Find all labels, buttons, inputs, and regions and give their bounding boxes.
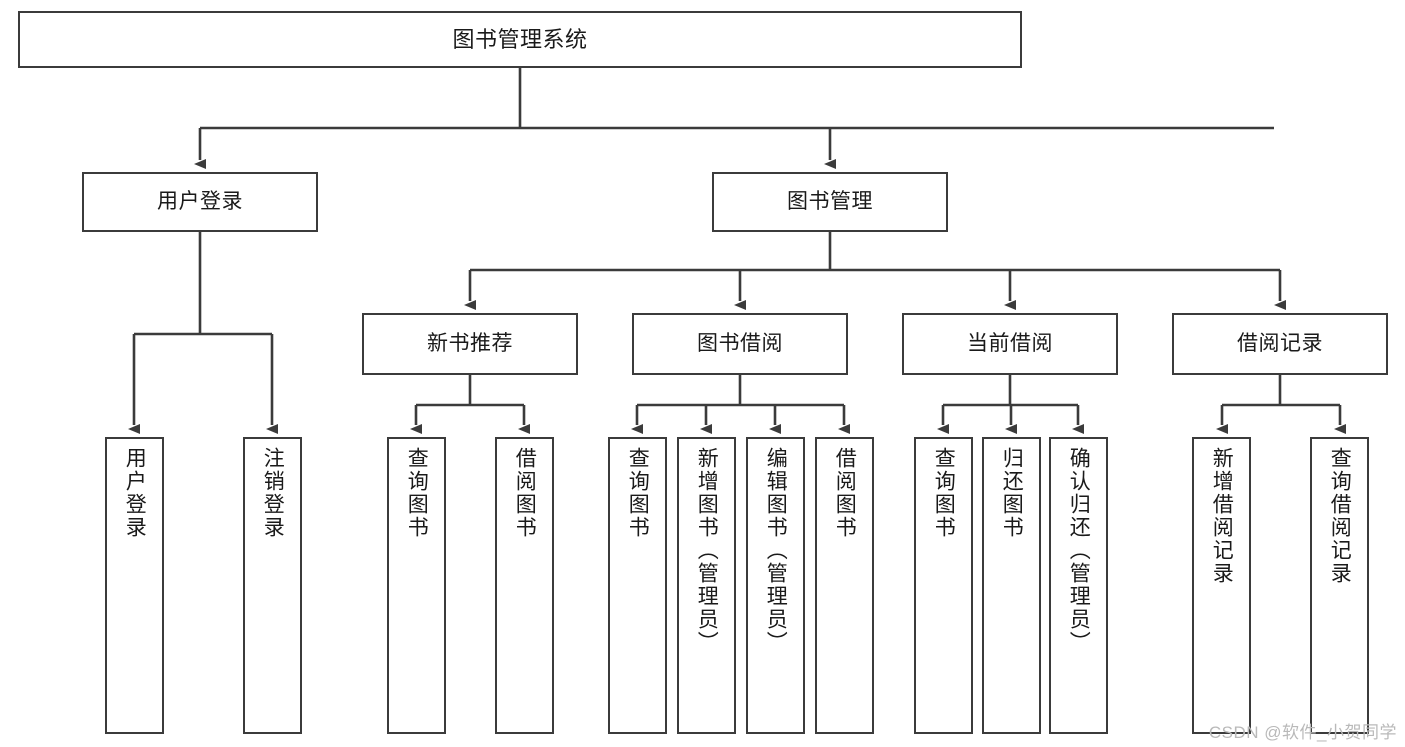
node-label: 图书管理系统 bbox=[452, 26, 588, 52]
node-label: 当前借阅 bbox=[967, 331, 1053, 355]
node-leaf-borrow-book-2[interactable]: 借阅图书 bbox=[815, 437, 874, 734]
node-leaf-query-book-3[interactable]: 查询图书 bbox=[914, 437, 973, 734]
node-leaf-query-book-2[interactable]: 查询图书 bbox=[608, 437, 667, 734]
node-borrow-record[interactable]: 借阅记录 bbox=[1172, 313, 1388, 375]
node-leaf-user-login[interactable]: 用户登录 bbox=[105, 437, 164, 734]
node-label: 查询图书 bbox=[405, 447, 429, 539]
node-leaf-query-borrow-record[interactable]: 查询借阅记录 bbox=[1310, 437, 1369, 734]
node-leaf-borrow-book-1[interactable]: 借阅图书 bbox=[495, 437, 554, 734]
node-root-library-management-system[interactable]: 图书管理系统 bbox=[18, 11, 1022, 68]
node-label: 借阅图书 bbox=[513, 447, 537, 539]
node-label: 查询图书 bbox=[626, 447, 650, 539]
node-label: 新书推荐 bbox=[427, 331, 513, 355]
node-label: 用户登录 bbox=[157, 189, 243, 213]
node-book-borrow[interactable]: 图书借阅 bbox=[632, 313, 848, 375]
node-label: 新增图书（管理员） bbox=[695, 447, 719, 654]
node-label: 借阅图书 bbox=[833, 447, 857, 539]
node-label: 借阅记录 bbox=[1237, 331, 1323, 355]
node-label: 编辑图书（管理员） bbox=[764, 447, 788, 654]
node-label: 查询图书 bbox=[932, 447, 956, 539]
node-label: 新增借阅记录 bbox=[1210, 447, 1234, 585]
csdn-watermark: CSDN @软件_小贺同学 bbox=[1208, 723, 1397, 742]
node-label: 图书借阅 bbox=[697, 331, 783, 355]
node-book-manage[interactable]: 图书管理 bbox=[712, 172, 948, 232]
node-label: 归还图书 bbox=[1000, 447, 1024, 539]
node-current-borrow[interactable]: 当前借阅 bbox=[902, 313, 1118, 375]
node-label: 图书管理 bbox=[787, 189, 873, 213]
node-leaf-add-book[interactable]: 新增图书（管理员） bbox=[677, 437, 736, 734]
node-label: 查询借阅记录 bbox=[1328, 447, 1352, 585]
node-label: 确认归还（管理员） bbox=[1067, 447, 1091, 654]
node-label: 用户登录 bbox=[123, 447, 147, 539]
node-leaf-user-logout[interactable]: 注销登录 bbox=[243, 437, 302, 734]
node-leaf-query-book-1[interactable]: 查询图书 bbox=[387, 437, 446, 734]
node-label: 注销登录 bbox=[261, 447, 285, 539]
node-new-book-recommend[interactable]: 新书推荐 bbox=[362, 313, 578, 375]
node-user-login[interactable]: 用户登录 bbox=[82, 172, 318, 232]
node-leaf-edit-book[interactable]: 编辑图书（管理员） bbox=[746, 437, 805, 734]
node-leaf-confirm-return[interactable]: 确认归还（管理员） bbox=[1049, 437, 1108, 734]
node-leaf-add-borrow-record[interactable]: 新增借阅记录 bbox=[1192, 437, 1251, 734]
node-leaf-return-book[interactable]: 归还图书 bbox=[982, 437, 1041, 734]
